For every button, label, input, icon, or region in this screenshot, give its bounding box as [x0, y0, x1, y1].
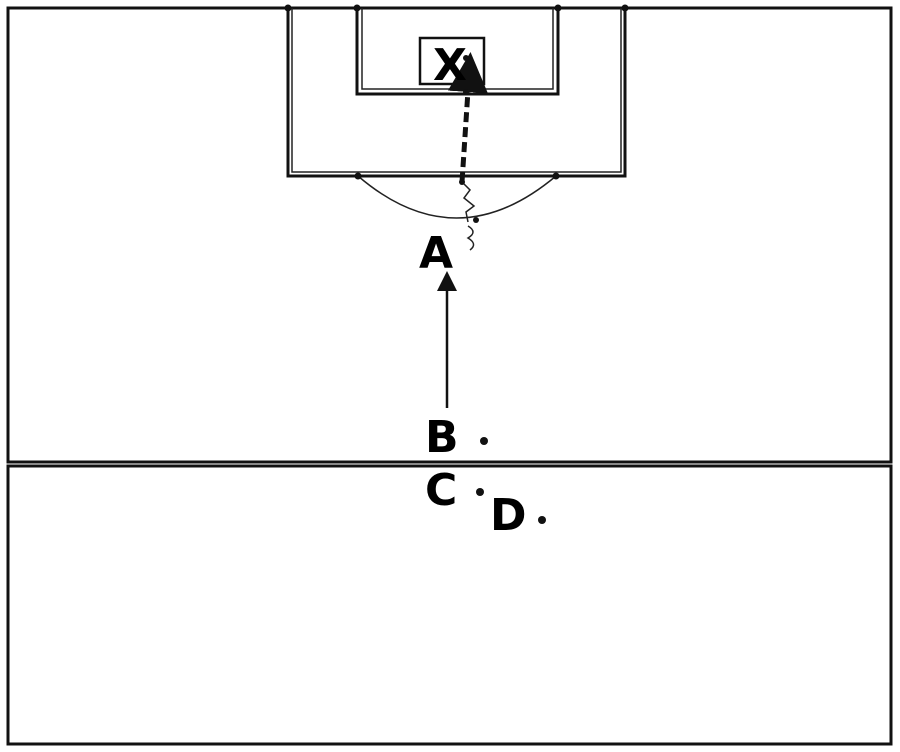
path-node: [463, 89, 469, 95]
lower-court-boundary: [6, 464, 893, 746]
player-d-dot: [538, 516, 546, 524]
player-d-label: D: [490, 490, 527, 541]
key-lane: [286, 8, 627, 178]
lane-marker: [353, 4, 361, 12]
player-b-dot: [480, 437, 488, 445]
lane-marker: [552, 172, 560, 180]
player-c-label: C: [425, 465, 457, 516]
lane-marker: [284, 4, 292, 12]
player-c-dot: [476, 488, 484, 496]
player-x-dot: [463, 55, 469, 61]
lane-marker: [554, 4, 562, 12]
player-a-label: A: [419, 228, 453, 279]
dribble-squiggle: [461, 181, 476, 223]
restricted-box: [355, 8, 560, 96]
player-b-label: B: [425, 412, 459, 463]
player-x-label: X: [433, 40, 467, 91]
key-lane-inner: [291, 8, 622, 173]
lane-marker: [621, 4, 629, 12]
path-node: [459, 179, 465, 185]
dribble-path: [447, 52, 488, 183]
free-throw-arc: [357, 175, 557, 219]
lane-marker: [354, 172, 362, 180]
path-node: [473, 217, 479, 223]
cut-squiggle: [466, 225, 475, 251]
